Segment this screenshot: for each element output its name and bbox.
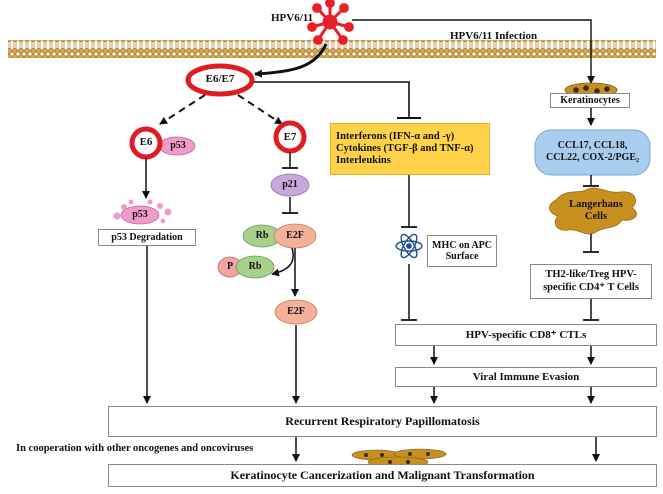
virus-icon bbox=[307, 0, 354, 45]
cooperation-text: In cooperation with other oncogenes and … bbox=[16, 443, 254, 454]
malignant-transformation-box: Keratinocyte Cancerization and Malignant… bbox=[108, 464, 657, 487]
rb-label: Rb bbox=[255, 230, 269, 241]
e6e7-label: E6/E7 bbox=[205, 73, 235, 85]
immune-evasion-box: Viral Immune Evasion bbox=[395, 367, 657, 387]
th2-treg-box: TH2-like/Treg HPV- specific CD4⁺ T Cells bbox=[530, 264, 652, 299]
keratinocytes-box: Keratinocytes bbox=[550, 93, 630, 108]
cell-membrane bbox=[8, 40, 656, 58]
rrp-box: Recurrent Respiratory Papillomatosis bbox=[108, 406, 657, 437]
cytokines-line-2: Cytokines (TGF-β and TNF-α) bbox=[336, 142, 474, 154]
langerhans-label: Langerhans Cells bbox=[556, 199, 636, 223]
virus-label: HPV6/11 bbox=[271, 12, 314, 24]
chemokines-line-1: CCL17, CCL18, bbox=[557, 140, 628, 151]
p21-label: p21 bbox=[282, 179, 298, 190]
e2f-free-label: E2F bbox=[287, 306, 305, 317]
cytokines-box: Interferons (IFN-α and -γ) Cytokines (TG… bbox=[330, 123, 490, 175]
immune-evasion-text: Viral Immune Evasion bbox=[472, 370, 580, 383]
e7-label: E7 bbox=[283, 131, 297, 143]
cytokines-line-3: Interleukins bbox=[336, 155, 391, 167]
th2-line-2: specific CD4⁺ T Cells bbox=[543, 281, 639, 293]
ctl-text: HPV-specific CD8⁺ CTLs bbox=[465, 328, 587, 341]
p53-degradation-text: p53 Degradation bbox=[111, 231, 183, 243]
chemokines-line-2: CCL22, COX-2/PGE₂ bbox=[546, 151, 639, 163]
malignant-transformation-text: Keratinocyte Cancerization and Malignant… bbox=[230, 467, 535, 482]
p53-degradation-box: p53 Degradation bbox=[98, 229, 196, 246]
infection-label: HPV6/11 Infection bbox=[450, 30, 538, 42]
mhc-line-2: Surface bbox=[445, 251, 479, 262]
langerhans-cell-shape bbox=[549, 187, 637, 235]
p53-label: p53 bbox=[170, 140, 186, 151]
langerhans-line-2: Cells bbox=[584, 211, 608, 223]
mhc-box: MHC on APC Surface bbox=[427, 235, 497, 267]
rb-phospho-label: Rb bbox=[248, 261, 262, 272]
rrp-text: Recurrent Respiratory Papillomatosis bbox=[285, 413, 480, 428]
keratinocytes-text: Keratinocytes bbox=[560, 94, 620, 106]
e2f-label: E2F bbox=[286, 230, 304, 241]
atom-icon bbox=[395, 233, 423, 259]
p53-degraded-label: p53 bbox=[132, 209, 148, 220]
mhc-line-1: MHC on APC bbox=[432, 239, 492, 251]
e6-label: E6 bbox=[139, 136, 153, 148]
ctl-box: HPV-specific CD8⁺ CTLs bbox=[395, 324, 657, 346]
chemokines-text: CCL17, CCL18, CCL22, COX-2/PGE₂ bbox=[535, 140, 650, 163]
langerhans-line-1: Langerhans bbox=[569, 199, 623, 210]
cytokines-line-1: Interferons (IFN-α and -γ) bbox=[336, 130, 455, 142]
th2-line-1: TH2-like/Treg HPV- bbox=[545, 269, 637, 281]
phospho-label: P bbox=[226, 261, 234, 272]
